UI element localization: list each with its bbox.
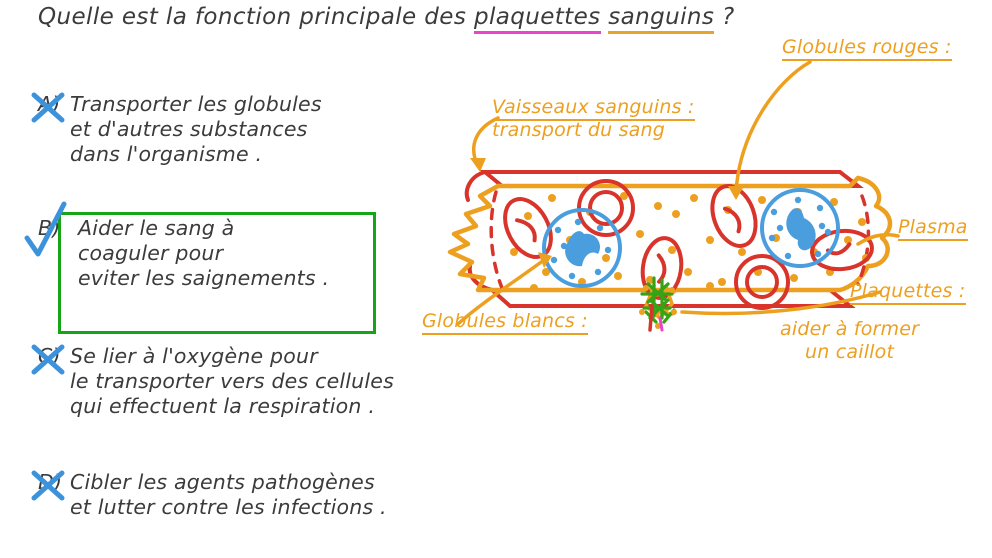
option-a-letter: A) bbox=[38, 92, 61, 116]
arrow-globules-blancs bbox=[456, 258, 546, 326]
arrow-plasma bbox=[856, 232, 900, 246]
question-term-sanguins: sanguins bbox=[608, 4, 715, 34]
answer-option-a[interactable]: A) Transporter les globules et d'autres … bbox=[38, 92, 322, 167]
answer-option-b[interactable]: B) Aider le sang à coaguler pour eviter … bbox=[38, 216, 329, 291]
label-plasma-text: Plasma bbox=[898, 216, 968, 241]
option-c-text: Se lier à l'oxygène pour le transporter … bbox=[70, 344, 394, 418]
arrow-globules-rouges bbox=[734, 60, 812, 194]
label-vaisseaux-desc: transport du sang bbox=[492, 119, 666, 141]
option-c-letter: C) bbox=[38, 344, 61, 368]
label-globules-rouges-text: Globules rouges : bbox=[782, 36, 952, 61]
label-plaquettes-description: aider à former un caillot bbox=[780, 318, 919, 364]
label-vaisseaux-title: Vaisseaux sanguins : bbox=[492, 96, 695, 121]
answer-option-d[interactable]: D) Cibler les agents pathogènes et lutte… bbox=[38, 470, 387, 520]
answer-option-c[interactable]: C) Se lier à l'oxygène pour le transport… bbox=[38, 344, 394, 419]
arrow-plaquettes bbox=[680, 290, 882, 316]
correct-answer-highlight-box bbox=[58, 212, 376, 334]
label-globules-rouges: Globules rouges : bbox=[782, 36, 952, 61]
option-a-text: Transporter les globules et d'autres sub… bbox=[70, 92, 322, 166]
platelet-clot bbox=[639, 276, 677, 332]
option-d-letter: D) bbox=[38, 470, 63, 494]
label-plasma: Plasma bbox=[898, 216, 968, 241]
question-title: Quelle est la fonction principale des pl… bbox=[38, 4, 968, 34]
plasma-dots bbox=[510, 192, 870, 292]
label-globules-blancs-text: Globules blancs : bbox=[422, 310, 588, 335]
label-vaisseaux-sanguins: Vaisseaux sanguins : transport du sang bbox=[492, 96, 695, 142]
question-prefix: Quelle est la fonction principale des bbox=[38, 4, 474, 30]
label-globules-blancs: Globules blancs : bbox=[422, 310, 588, 335]
option-d-text: Cibler les agents pathogènes et lutter c… bbox=[70, 470, 387, 519]
label-plaquettes-desc-line1: aider à former bbox=[780, 318, 920, 340]
leader-arrows bbox=[456, 60, 900, 326]
blood-vessel-diagram bbox=[410, 0, 992, 400]
question-suffix: ? bbox=[714, 4, 735, 30]
white-blood-cells bbox=[542, 188, 840, 288]
label-plaquettes-desc-line2: un caillot bbox=[805, 341, 895, 363]
vessel-tear-dashed bbox=[489, 190, 504, 290]
red-blood-cells bbox=[503, 179, 874, 310]
option-b-text: Aider le sang à coaguler pour eviter les… bbox=[78, 216, 330, 290]
option-b-letter: B) bbox=[38, 216, 61, 240]
label-plaquettes-text: Plaquettes : bbox=[850, 280, 966, 305]
label-plaquettes: Plaquettes : bbox=[850, 280, 966, 305]
question-term-plaquettes: plaquettes bbox=[473, 4, 601, 34]
